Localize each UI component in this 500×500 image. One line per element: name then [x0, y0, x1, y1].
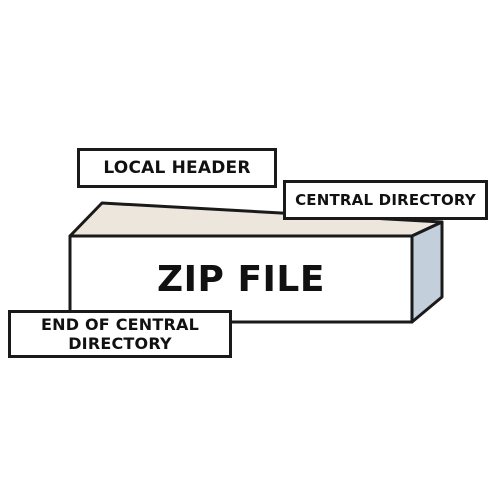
zip-box-side-face	[410, 220, 444, 324]
zip-box-front-face	[68, 234, 414, 324]
local-header-label: LOCAL HEADER	[77, 148, 277, 188]
end-of-central-directory-label: END OF CENTRAL DIRECTORY	[8, 310, 232, 358]
zip-file-label: ZIP FILE	[157, 258, 325, 300]
central-directory-label: CENTRAL DIRECTORY	[283, 180, 488, 220]
